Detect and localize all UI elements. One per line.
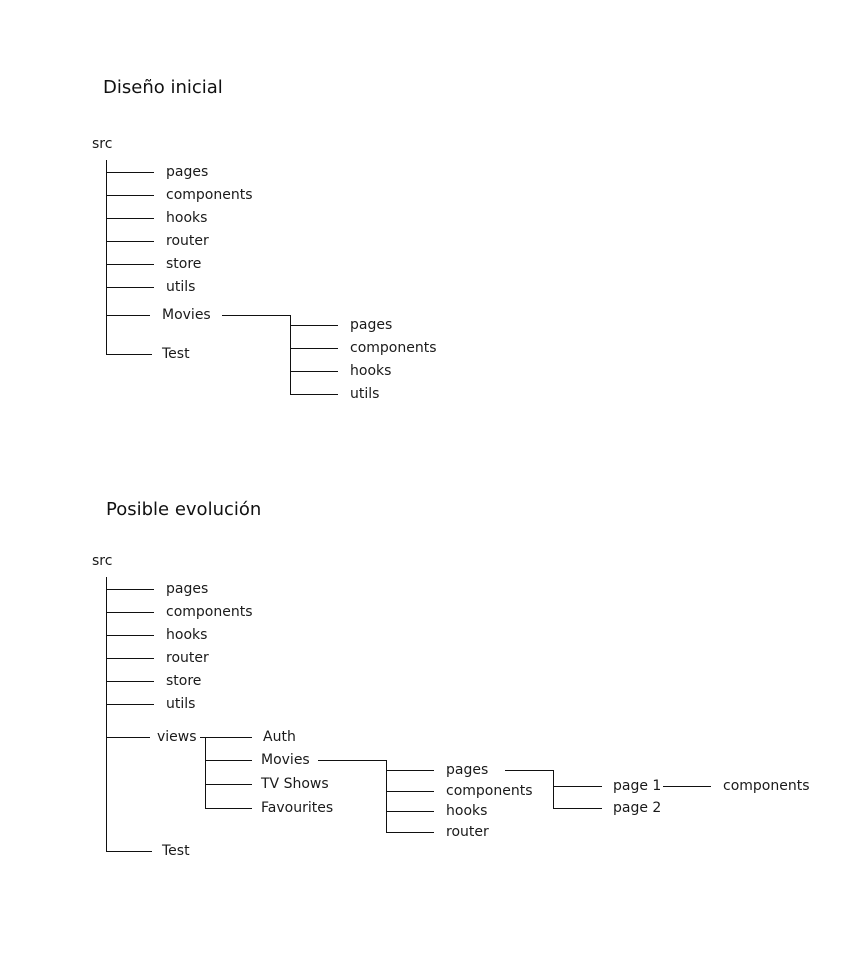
evolution-branch-line	[106, 737, 150, 738]
evolution-views-child-label: TV Shows	[261, 776, 329, 792]
evolution-branch-line	[106, 589, 154, 590]
initial-test-label: Test	[162, 346, 190, 362]
evolution-test-label: Test	[162, 843, 190, 859]
initial-folder-label: hooks	[166, 210, 208, 226]
evolution-views-label: views	[157, 729, 197, 745]
evolution-movies-connector-line	[318, 760, 387, 761]
evolution-movies-child-label: hooks	[446, 803, 488, 819]
evolution-views-auth-line	[200, 737, 252, 738]
initial-branch-line	[106, 315, 150, 316]
evolution-folder-label: store	[166, 673, 202, 689]
initial-design-title: Diseño inicial	[103, 77, 223, 98]
evolution-folder-label: utils	[166, 696, 196, 712]
initial-folder-label: store	[166, 256, 202, 272]
evolution-branch-line	[106, 635, 154, 636]
evolution-src-label: src	[92, 553, 113, 569]
evolution-movies-branch-line	[386, 770, 434, 771]
evolution-page-label: page 2	[613, 800, 662, 816]
evolution-pages-branch-line	[553, 786, 602, 787]
initial-movies-label: Movies	[162, 307, 211, 323]
evolution-branch-line	[106, 658, 154, 659]
evolution-trunk-line	[106, 577, 107, 852]
initial-movies-child-label: components	[350, 340, 437, 356]
initial-src-label: src	[92, 136, 113, 152]
evolution-movies-child-label: components	[446, 783, 533, 799]
evolution-views-child-label: Favourites	[261, 800, 334, 816]
evolution-folder-label: hooks	[166, 627, 208, 643]
initial-folder-label: utils	[166, 279, 196, 295]
evolution-branch-line	[106, 704, 154, 705]
evolution-views-trunk-line	[205, 737, 206, 809]
evolution-movies-child-label: pages	[446, 762, 489, 778]
initial-movies-trunk-line	[290, 315, 291, 395]
evolution-views-branch-line	[205, 808, 252, 809]
initial-branch-line	[106, 195, 154, 196]
evolution-branch-line	[106, 612, 154, 613]
initial-movies-child-label: hooks	[350, 363, 392, 379]
initial-trunk-line	[106, 160, 107, 355]
initial-movies-branch-line	[290, 348, 338, 349]
initial-movies-branch-line	[290, 325, 338, 326]
initial-branch-line	[106, 264, 154, 265]
evolution-movies-branch-line	[386, 791, 434, 792]
evolution-folder-label: components	[166, 604, 253, 620]
evolution-page-label: page 1	[613, 778, 662, 794]
initial-folder-label: router	[166, 233, 209, 249]
initial-branch-line	[106, 172, 154, 173]
evolution-branch-line	[106, 681, 154, 682]
evolution-title: Posible evolución	[106, 499, 262, 520]
evolution-movies-branch-line	[386, 811, 434, 812]
evolution-pages-trunk-line	[553, 770, 554, 809]
evolution-folder-label: pages	[166, 581, 209, 597]
initial-movies-child-label: utils	[350, 386, 380, 402]
initial-branch-line	[106, 287, 154, 288]
evolution-page1-connector-line	[663, 786, 711, 787]
evolution-movies-child-label: router	[446, 824, 489, 840]
initial-branch-line	[106, 241, 154, 242]
initial-branch-line	[106, 354, 152, 355]
initial-branch-line	[106, 218, 154, 219]
evolution-pages-branch-line	[553, 808, 602, 809]
initial-movies-branch-line	[290, 371, 338, 372]
initial-movies-child-label: pages	[350, 317, 393, 333]
evolution-views-child-label: Auth	[263, 729, 296, 745]
evolution-views-branch-line	[205, 760, 252, 761]
initial-folder-label: components	[166, 187, 253, 203]
evolution-movies-branch-line	[386, 832, 434, 833]
evolution-views-child-label: Movies	[261, 752, 310, 768]
initial-movies-branch-line	[290, 394, 338, 395]
evolution-folder-label: router	[166, 650, 209, 666]
evolution-branch-line	[106, 851, 152, 852]
evolution-movies-trunk-line	[386, 760, 387, 833]
evolution-page1-components-label: components	[723, 778, 810, 794]
evolution-pages-connector-line	[505, 770, 554, 771]
evolution-views-branch-line	[205, 784, 252, 785]
initial-movies-connector-line	[222, 315, 291, 316]
initial-folder-label: pages	[166, 164, 209, 180]
